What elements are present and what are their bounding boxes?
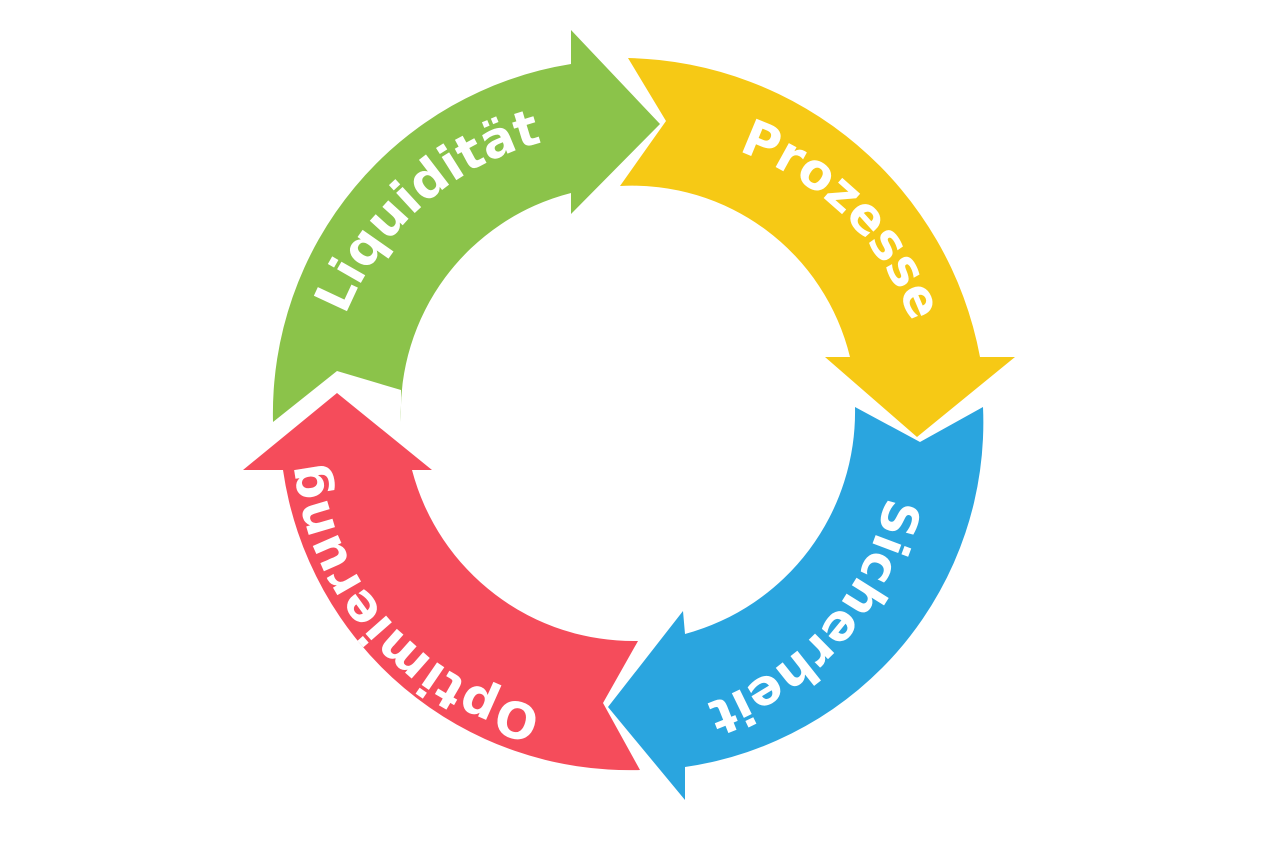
segment-sicherheit: Sicherheit [608,407,984,800]
segment-liquiditaet: Liquidität [272,30,660,422]
segment-optimierung: Optimierung [243,393,640,771]
arrow-sicherheit [608,407,984,800]
segment-prozesse: Prozesse [620,58,1015,437]
arrow-liquiditaet [272,30,660,422]
arrow-prozesse [620,58,1015,437]
arrow-optimierung [243,393,640,771]
